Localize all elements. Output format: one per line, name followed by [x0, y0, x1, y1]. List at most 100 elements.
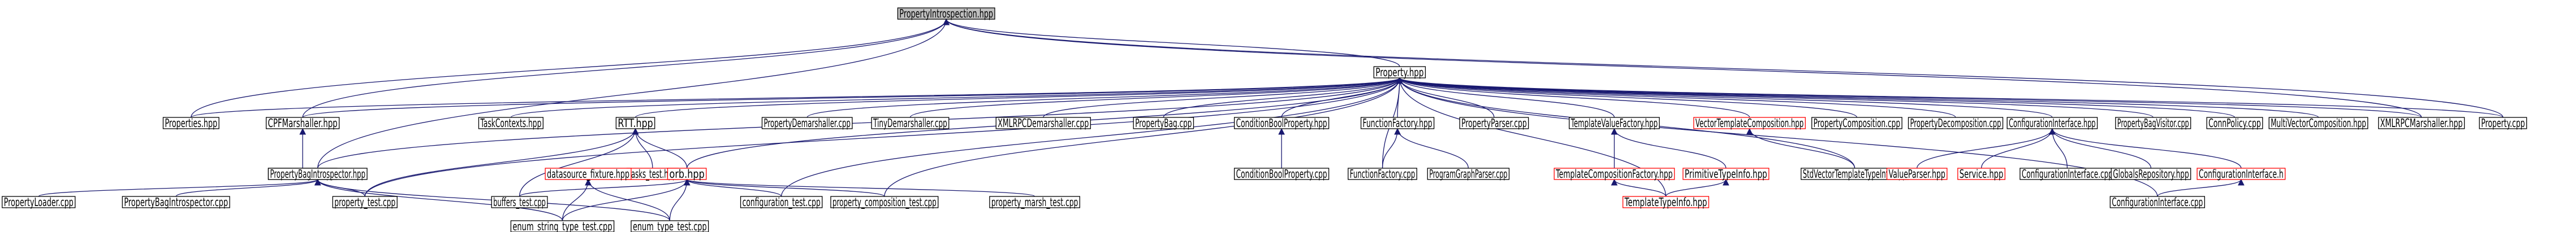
node-propdecomp_cpp[interactable]: PropertyDecomposition.cpp: [1908, 116, 2004, 130]
node-box[interactable]: [2109, 196, 2205, 208]
node-box[interactable]: [1886, 168, 1948, 180]
node-confint_hpp[interactable]: ConfigurationInterface.hpp: [2007, 116, 2098, 130]
node-property_composition_test_cpp[interactable]: property_composition_test.cpp: [830, 195, 939, 209]
node-propbagvisitor_cpp[interactable]: PropertyBagVisitor.cpp: [2115, 116, 2191, 130]
node-funcfactory_hpp[interactable]: FunctionFactory.hpp: [1360, 116, 1435, 130]
node-box[interactable]: [2206, 117, 2263, 129]
node-tcf_hpp[interactable]: TemplateCompositionFactory.hpp: [1554, 167, 1675, 181]
node-box[interactable]: [2268, 117, 2368, 129]
node-confint_cpp2[interactable]: ConfigurationInterface.cpp: [2109, 195, 2205, 209]
node-box[interactable]: [2111, 168, 2191, 180]
node-label: FunctionFactory.cpp: [1350, 167, 1415, 181]
node-propbagintro_cpp[interactable]: PropertyBagIntrospector.cpp: [122, 195, 230, 209]
node-box[interactable]: [995, 117, 1091, 129]
node-condboolprop_cpp[interactable]: ConditionBoolProperty.cpp: [1233, 167, 1330, 181]
node-root[interactable]: PropertyIntrospection.hpp: [897, 7, 995, 20]
node-box[interactable]: [2197, 168, 2286, 180]
node-progparser_cpp[interactable]: ProgramGraphParser.cpp: [1427, 167, 1510, 181]
node-tti_hpp[interactable]: TemplateTypeInfo.hpp: [1622, 195, 1710, 209]
node-confint_cpp[interactable]: ConfigurationInterface.cpp: [2020, 167, 2115, 181]
node-box[interactable]: [1957, 168, 2005, 180]
node-buffers_test_cpp[interactable]: buffers_test.cpp: [491, 195, 548, 209]
node-tvf_hpp[interactable]: TemplateValueFactory.hpp: [1569, 116, 1660, 130]
node-property_marsh_test_cpp[interactable]: property_marsh_test.cpp: [989, 195, 1080, 209]
node-service_hpp[interactable]: Service.hpp: [1957, 167, 2005, 181]
node-globalsrepo_hpp[interactable]: GlobalsRepository.hpp: [2111, 167, 2191, 181]
node-box[interactable]: [1233, 117, 1330, 129]
node-xmlrpcmarsh_hpp[interactable]: XMLRPCMarshaller.hpp: [2378, 116, 2465, 130]
node-propbag_cpp[interactable]: PropertyBag.cpp: [1133, 116, 1194, 130]
node-propcomp_cpp[interactable]: PropertyComposition.cpp: [1811, 116, 1902, 130]
node-box[interactable]: [491, 196, 548, 208]
node-cpfm_hpp[interactable]: CPFMarshaller.hpp: [266, 116, 340, 130]
node-box[interactable]: [545, 168, 632, 180]
node-box[interactable]: [1693, 117, 1806, 129]
node-box[interactable]: [478, 117, 543, 129]
node-box[interactable]: [2378, 117, 2465, 129]
node-label: TinyDemarshaller.cpp: [873, 116, 947, 130]
node-box[interactable]: [1622, 196, 1710, 208]
node-box[interactable]: [1459, 117, 1529, 129]
node-box[interactable]: [122, 196, 230, 208]
node-pti_hpp[interactable]: PrimitiveTypeInfo.hpp: [1682, 167, 1770, 181]
node-label: datasource_fixture.hpp: [547, 167, 629, 181]
node-mvc_cpp[interactable]: MultiVectorComposition.hpp: [2268, 116, 2368, 130]
node-box[interactable]: [830, 196, 939, 208]
node-datasource_fixture_hpp[interactable]: datasource_fixture.hpp: [545, 167, 632, 181]
node-valueparser_hpp[interactable]: ValueParser.hpp: [1886, 167, 1948, 181]
node-box[interactable]: [510, 220, 615, 232]
node-vtc_hpp[interactable]: VectorTemplateComposition.hpp: [1693, 116, 1806, 130]
node-label: PropertyBagVisitor.cpp: [2117, 116, 2189, 130]
node-box[interactable]: [1348, 168, 1417, 180]
node-xmlrpcdemarsh_cpp[interactable]: XMLRPCDemarshaller.cpp: [995, 116, 1091, 130]
node-box[interactable]: [1373, 66, 1426, 78]
node-configuration_test_cpp[interactable]: configuration_test.cpp: [740, 195, 823, 209]
node-box[interactable]: [1360, 117, 1435, 129]
node-box[interactable]: [266, 117, 340, 129]
node-box[interactable]: [1908, 117, 2004, 129]
node-box[interactable]: [631, 220, 709, 232]
node-box[interactable]: [615, 117, 655, 129]
node-condbool_hpp[interactable]: ConditionBoolProperty.hpp: [1233, 116, 1330, 130]
node-box[interactable]: [740, 196, 823, 208]
node-box[interactable]: [2007, 117, 2098, 129]
node-box[interactable]: [871, 117, 950, 129]
node-connpolicy_cpp[interactable]: ConnPolicy.cpp: [2206, 116, 2263, 130]
node-box[interactable]: [1133, 117, 1194, 129]
node-funcfactory_cpp[interactable]: FunctionFactory.cpp: [1348, 167, 1417, 181]
node-box[interactable]: [989, 196, 1080, 208]
node-property_cpp[interactable]: Property.cpp: [2479, 116, 2527, 130]
node-property_hpp[interactable]: Property.hpp: [1373, 65, 1426, 79]
node-enum_type_test_cpp[interactable]: enum_type_test.cpp: [631, 220, 709, 232]
edge-property_hpp-to-property_cpp: [1396, 77, 2504, 118]
node-taskcontexts_hpp[interactable]: TaskContexts.hpp: [478, 116, 543, 130]
node-propbagintro_hpp[interactable]: PropertyBagIntrospector.hpp: [267, 167, 368, 181]
node-box[interactable]: [162, 117, 219, 129]
node-box[interactable]: [1427, 168, 1510, 180]
node-box[interactable]: [2, 196, 76, 208]
node-box[interactable]: [1682, 168, 1770, 180]
node-box[interactable]: [267, 168, 368, 180]
node-box[interactable]: [761, 117, 853, 129]
node-box[interactable]: [667, 168, 707, 180]
node-box[interactable]: [332, 196, 398, 208]
node-enum_string_type_test_cpp[interactable]: enum_string_type_test.cpp: [510, 220, 615, 232]
node-box[interactable]: [1233, 168, 1330, 180]
node-box[interactable]: [2115, 117, 2191, 129]
node-tinydemarsh_cpp[interactable]: TinyDemarshaller.cpp: [871, 116, 950, 130]
node-property_test_cpp[interactable]: property_test.cpp: [332, 195, 398, 209]
node-rtt_hpp[interactable]: RTT.hpp: [615, 116, 655, 130]
node-box[interactable]: [2479, 117, 2527, 129]
node-box[interactable]: [1811, 117, 1902, 129]
node-propdemarsh_cpp[interactable]: PropertyDemarshaller.cpp: [761, 116, 853, 130]
node-properties_hpp[interactable]: Properties.hpp: [162, 116, 219, 130]
edge-property_hpp-to-cpfm_hpp: [302, 77, 1403, 118]
node-box[interactable]: [1554, 168, 1675, 180]
node-confint_h[interactable]: ConfigurationInterface.h: [2197, 167, 2286, 181]
node-box[interactable]: [1569, 117, 1660, 129]
node-orb_hpp[interactable]: orb.hpp: [667, 167, 707, 181]
node-propparser_cpp[interactable]: PropertyParser.cpp: [1459, 116, 1529, 130]
node-proploader_cpp[interactable]: PropertyLoader.cpp: [2, 195, 76, 209]
node-label: VectorTemplateComposition.hpp: [1695, 116, 1803, 130]
node-box[interactable]: [897, 7, 995, 20]
